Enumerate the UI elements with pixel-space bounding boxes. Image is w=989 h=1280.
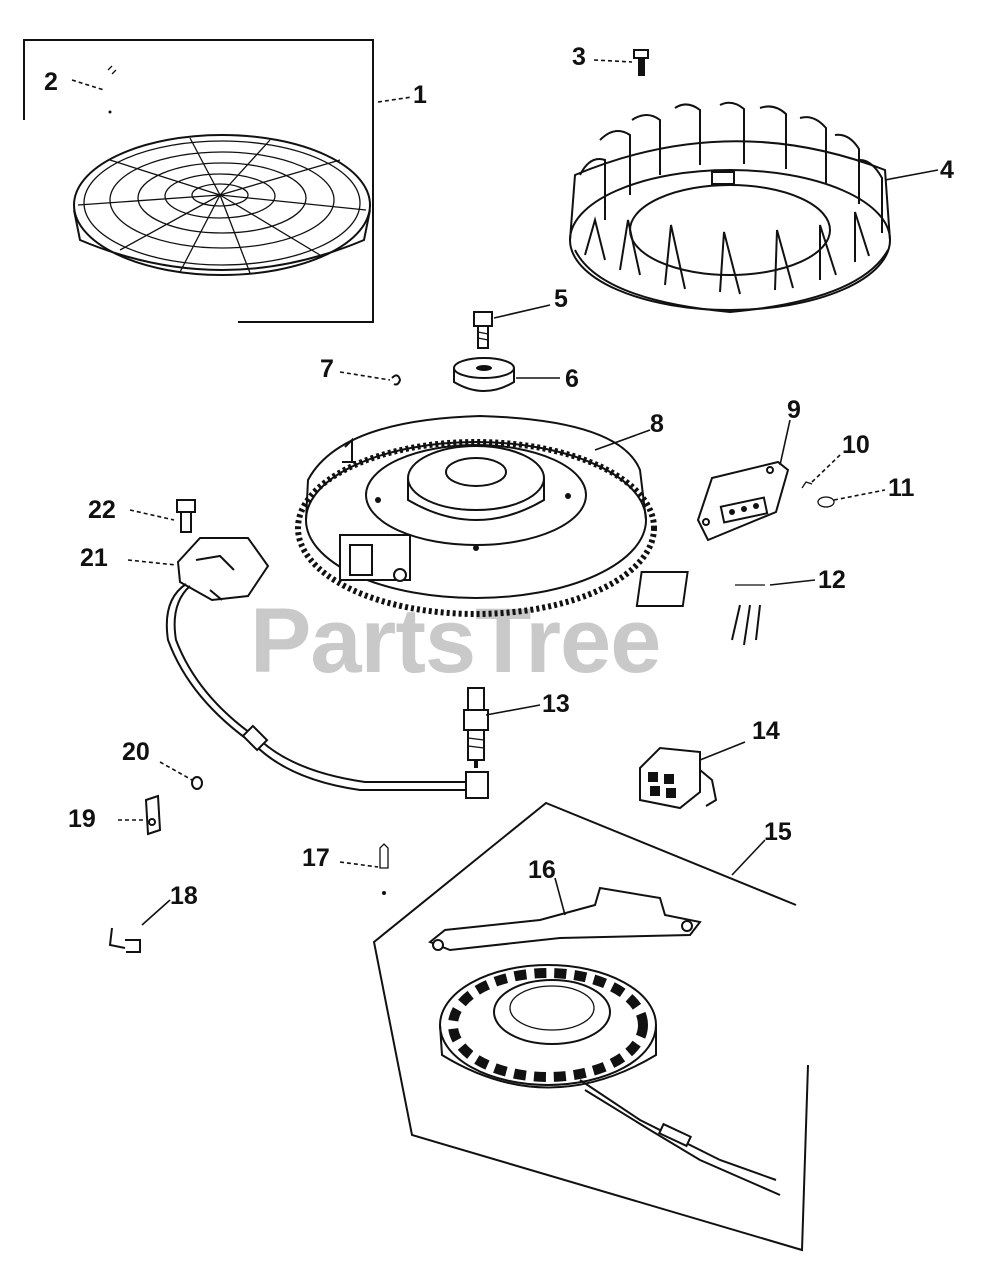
callout-4: 4 <box>940 156 954 184</box>
part-7-key[interactable] <box>391 374 402 386</box>
callout-13: 13 <box>542 690 570 718</box>
callout-10: 10 <box>842 431 870 459</box>
part-15-stator-assembly[interactable] <box>372 801 809 1252</box>
callout-7: 7 <box>320 355 334 383</box>
callout-19: 19 <box>68 805 96 833</box>
callout-16: 16 <box>528 856 556 884</box>
callout-18: 18 <box>170 882 198 910</box>
callout-9: 9 <box>787 396 801 424</box>
part-5-bolt[interactable] <box>473 311 493 349</box>
part-4-fan[interactable] <box>569 101 891 314</box>
part-19-bracket[interactable] <box>144 794 162 836</box>
part-2-clip[interactable] <box>107 65 117 114</box>
stator-coil <box>439 964 781 1196</box>
callout-12: 12 <box>818 566 846 594</box>
part-11-screw[interactable] <box>817 496 835 508</box>
part-14-connector[interactable] <box>639 746 718 810</box>
part-13-spark-plug[interactable] <box>463 687 489 768</box>
callout-14: 14 <box>752 717 780 745</box>
part-10-washer[interactable] <box>801 481 813 489</box>
callout-11: 11 <box>888 474 915 502</box>
part-18-clip[interactable] <box>108 927 141 953</box>
callout-22: 22 <box>88 496 116 524</box>
callout-20: 20 <box>122 738 150 766</box>
callout-6: 6 <box>565 365 579 393</box>
part-16-bracket[interactable] <box>428 886 702 952</box>
part-22-bolt[interactable] <box>176 499 196 533</box>
leader-lines <box>71 59 939 926</box>
part-6-washer[interactable] <box>453 357 515 392</box>
callout-15: 15 <box>764 818 792 846</box>
part-1-grass-screen[interactable] <box>23 39 374 323</box>
part-21-ignition-module[interactable] <box>165 537 489 799</box>
callout-3: 3 <box>572 43 586 71</box>
part-3-screw[interactable] <box>633 49 649 76</box>
callout-1: 1 <box>413 81 427 109</box>
part-8-flywheel[interactable] <box>295 414 657 617</box>
callout-labels: 1 2 3 4 5 6 7 8 9 10 11 12 13 14 15 16 1… <box>44 43 954 910</box>
callout-2: 2 <box>44 68 58 96</box>
part-20-nut[interactable] <box>191 776 203 790</box>
callout-5: 5 <box>554 285 568 313</box>
callout-21: 21 <box>80 544 108 572</box>
part-9-regulator[interactable] <box>696 460 790 542</box>
watermark: PartsTree <box>250 590 660 692</box>
part-17-pin[interactable] <box>379 843 389 895</box>
callout-17: 17 <box>302 844 330 872</box>
callout-8: 8 <box>650 410 664 438</box>
part-12-rectifier[interactable] <box>635 571 765 646</box>
